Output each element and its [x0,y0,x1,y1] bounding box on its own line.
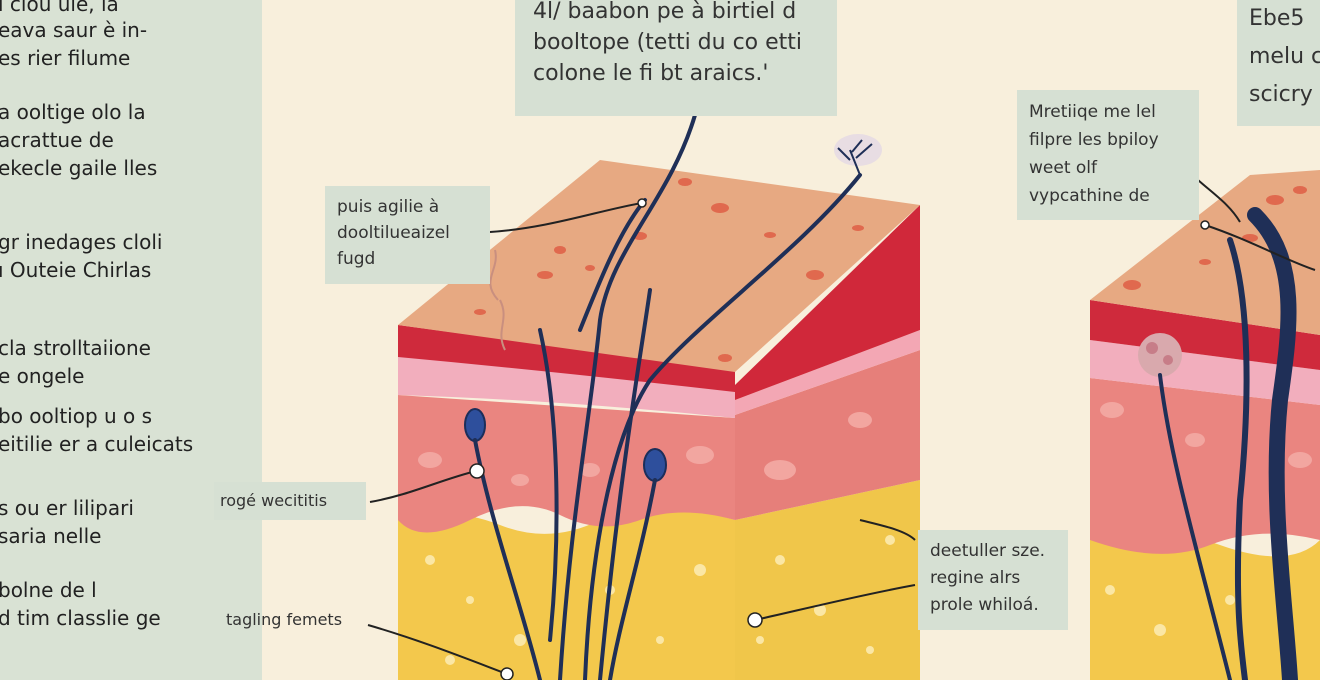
leader-right-mid-2 [859,519,916,541]
panel-line: s ou er lilipari [0,496,134,520]
leader-right-mid [754,584,916,621]
callout-text: rogé wecititis [220,491,328,510]
callout-line: 4l/ baabon pe à birtiel d [533,0,797,24]
dermis-texture-right [1100,402,1312,468]
hair-strands [489,249,506,351]
leader-left-low [367,624,508,675]
callout-line: filpre les bpiloy [1029,130,1159,150]
gland-right [1138,333,1182,377]
callout-line: fugd [337,249,376,269]
panel-line: bo ooltiop u o s [0,404,153,428]
callout-line: prole whiloá. [930,595,1039,615]
callout-right-mid: deetuller sze. regine alrs prole whiloá. [918,530,1068,630]
callout-left-upper: puis agilie à dooltilueaizel fugd [325,186,490,284]
epidermis-layer-front [398,325,735,392]
panel-line: acrattue de [0,128,114,152]
panel-line: a ooltige olo la [0,100,146,124]
callout-line: Ebe5 [1249,6,1305,31]
callout-top-right: Ebe5 melu c scicry [1237,0,1320,126]
skin-block-right [1090,170,1320,680]
callout-line: regine alrs [930,568,1021,588]
papillary-layer-front [398,355,735,418]
callout-line: melu c [1249,44,1320,69]
callout-line: weet olf [1029,158,1097,178]
leader-endpoints [469,198,1210,680]
nerve-fibers [473,113,862,680]
callout-line: dooltilueaizel [337,223,450,243]
panel-line: ı clou ule, la [0,0,119,16]
skin-surface-top [398,160,920,372]
leader-right-upper [1197,179,1241,223]
panel-line: es rier filume [0,46,131,70]
panel-line: d tim classlie ge [0,606,161,630]
callout-line: colone le fi bt araics.' [533,61,769,86]
callout-line: scicry [1249,82,1313,107]
callout-line: booltope (tetti du co etti [533,30,803,55]
epidermis-layer-right [1090,300,1320,370]
panel-line: saria nelle [0,524,102,548]
panel-line: eava saur è in- [0,18,148,42]
nerve-ending [834,134,882,176]
leader-lines [367,179,1316,675]
panel-line: bolne de l [0,578,97,602]
panel-line: eitilie er a culeicats [0,432,194,456]
callout-line: deetuller sze. [930,541,1046,561]
leader-right-upper-2 [1204,224,1316,271]
callout-right-upper: Mretiiqe me lel filpre les bpiloy weet o… [1017,90,1199,220]
fat-layer-side [735,480,920,680]
callout-line: Mretiiqe me lel [1029,102,1156,122]
skin-block-main [398,113,920,680]
dermis-layer-front [398,395,735,533]
callout-line: vypcathine de [1029,186,1150,206]
papillary-layer-side [735,330,920,415]
panel-line: ı Outeie Chirlas [0,258,152,282]
vessels-right [1158,207,1298,680]
epidermis-layer-side [735,205,920,400]
leader-left-upper [489,202,643,233]
callout-left-mid: rogé wecititis [214,482,366,520]
panel-line: cla strolltaiione [0,336,151,360]
panel-line: ekecle gaile lles [0,156,158,180]
panel-line: gr inedages cloli [0,230,163,254]
panel-line: e ongele [0,364,85,388]
fat-layer-right [1090,531,1320,680]
callout-top-center: 4l/ baabon pe à birtiel d booltope (tett… [515,0,837,116]
dermis-layer-right [1090,378,1320,554]
text-panel: ı clou ule, la eava saur è in- es rier f… [0,0,262,680]
fat-texture [425,535,895,665]
leader-left-mid [369,470,477,503]
surface-spots-right [1123,186,1307,290]
label-left-low: tagling femets [226,610,343,629]
dermis-texture [418,412,872,486]
callout-line: puis agilie à [337,197,440,217]
